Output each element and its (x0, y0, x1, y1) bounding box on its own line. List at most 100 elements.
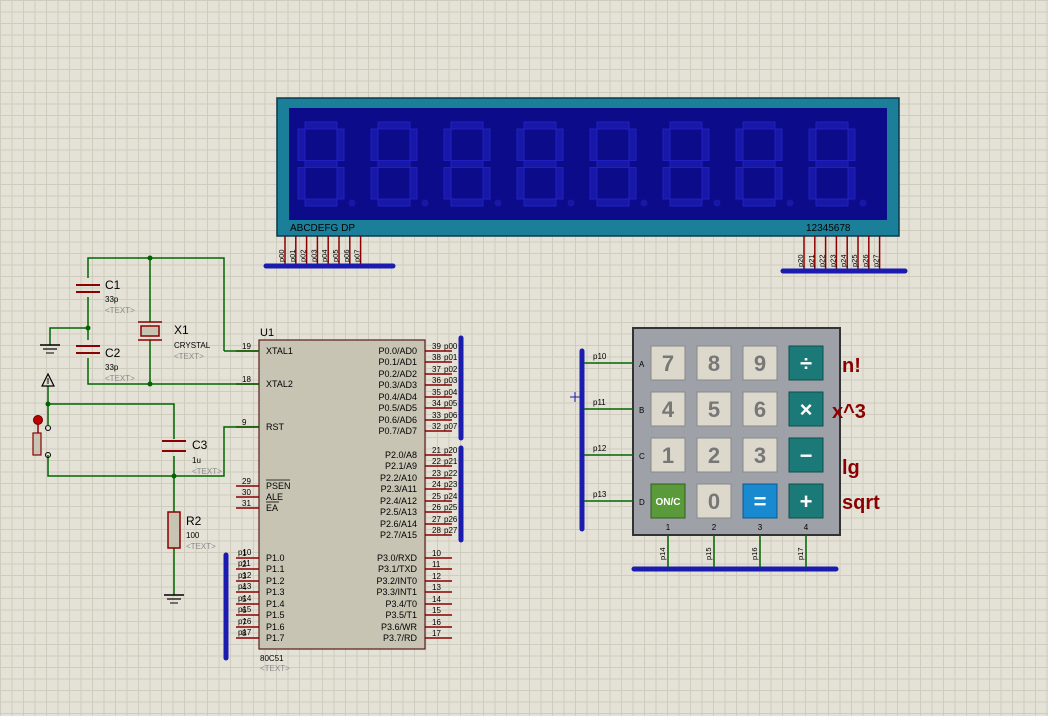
svg-text:p20: p20 (444, 446, 458, 455)
svg-text:p11: p11 (238, 559, 251, 568)
svg-text:P3.0/RXD: P3.0/RXD (377, 553, 418, 563)
capacitor-c2[interactable]: C2 33p <TEXT> (76, 345, 135, 383)
svg-text:5: 5 (242, 595, 247, 604)
crystal-x1[interactable]: X1 CRYSTAL <TEXT> (138, 321, 211, 361)
display-pin-label: p23 (828, 254, 837, 267)
svg-text:p15: p15 (238, 605, 252, 614)
svg-text:0: 0 (708, 489, 720, 514)
key-3[interactable]: 3 (742, 437, 778, 473)
svg-text:23: 23 (432, 469, 441, 478)
key-on-clear[interactable]: ON/C (650, 483, 686, 519)
key-equals[interactable]: = (742, 483, 778, 519)
c2-ref: C2 (105, 346, 121, 360)
key-1[interactable]: 1 (650, 437, 686, 473)
svg-text:36: 36 (432, 376, 441, 385)
capacitor-c3[interactable]: C3 1u <TEXT> (162, 438, 222, 476)
key-0[interactable]: 0 (696, 483, 732, 519)
digit-5 (589, 121, 648, 207)
key-5[interactable]: 5 (696, 391, 732, 427)
svg-text:16: 16 (432, 618, 441, 627)
r2-ref: R2 (186, 514, 202, 528)
svg-text:+: + (800, 489, 813, 514)
svg-text:6: 6 (754, 397, 766, 422)
svg-text:p12: p12 (593, 444, 607, 453)
svg-text:P1.2: P1.2 (266, 576, 285, 586)
key-minus[interactable]: − (788, 437, 824, 473)
svg-text:35: 35 (432, 388, 441, 397)
key-multiply[interactable]: × (788, 391, 824, 427)
svg-text:30: 30 (242, 488, 251, 497)
svg-text:p23: p23 (444, 480, 458, 489)
svg-text:p16: p16 (750, 547, 759, 560)
svg-text:p13: p13 (593, 490, 607, 499)
c3-value: 1u (192, 456, 201, 465)
svg-text:17: 17 (432, 629, 441, 638)
svg-text:p17: p17 (796, 547, 805, 560)
digit-1 (297, 121, 356, 207)
display-pin-label: p27 (872, 254, 881, 267)
svg-text:P1.6: P1.6 (266, 622, 285, 632)
svg-text:P2.0/A8: P2.0/A8 (385, 450, 417, 460)
key-plus[interactable]: + (788, 483, 824, 519)
mcu-pin-p3-0-rxd: 10 P3.0/RXD (377, 549, 452, 563)
display-pin-label: p02 (299, 249, 308, 262)
reset-button[interactable] (32, 404, 51, 458)
svg-text:P1.7: P1.7 (266, 633, 285, 643)
segment-label: ABCDEFG DP (290, 223, 355, 234)
svg-text:10: 10 (432, 549, 441, 558)
ground-symbol-2 (164, 594, 184, 604)
svg-text:5: 5 (708, 397, 720, 422)
svg-text:p27: p27 (444, 526, 458, 535)
svg-text:−: − (800, 443, 813, 468)
svg-text:p02: p02 (444, 365, 458, 374)
svg-text:p13: p13 (238, 582, 252, 591)
svg-text:32: 32 (432, 422, 441, 431)
key-divide[interactable]: ÷ (788, 345, 824, 381)
svg-text:ALE: ALE (266, 492, 283, 502)
key-2[interactable]: 2 (696, 437, 732, 473)
display-pin-label: p21 (807, 254, 816, 267)
capacitor-c1[interactable]: C1 33p <TEXT> (76, 278, 135, 315)
svg-text:P2.1/A9: P2.1/A9 (385, 461, 417, 471)
key-7[interactable]: 7 (650, 345, 686, 381)
ground-symbol-1 (40, 344, 60, 354)
key-8[interactable]: 8 (696, 345, 732, 381)
svg-text:2: 2 (242, 560, 247, 569)
key-6[interactable]: 6 (742, 391, 778, 427)
svg-text:p04: p04 (444, 388, 458, 397)
key-9[interactable]: 9 (742, 345, 778, 381)
svg-text:11: 11 (432, 560, 441, 569)
key-4[interactable]: 4 (650, 391, 686, 427)
display-pin-label: p04 (320, 249, 329, 262)
resistor-r2[interactable]: R2 100 <TEXT> (167, 511, 216, 551)
svg-text:p06: p06 (444, 411, 458, 420)
svg-text:8: 8 (708, 351, 720, 376)
svg-text:p05: p05 (444, 399, 458, 408)
display-pin-label: p25 (850, 254, 859, 267)
display-pin-label: p01 (288, 249, 297, 262)
